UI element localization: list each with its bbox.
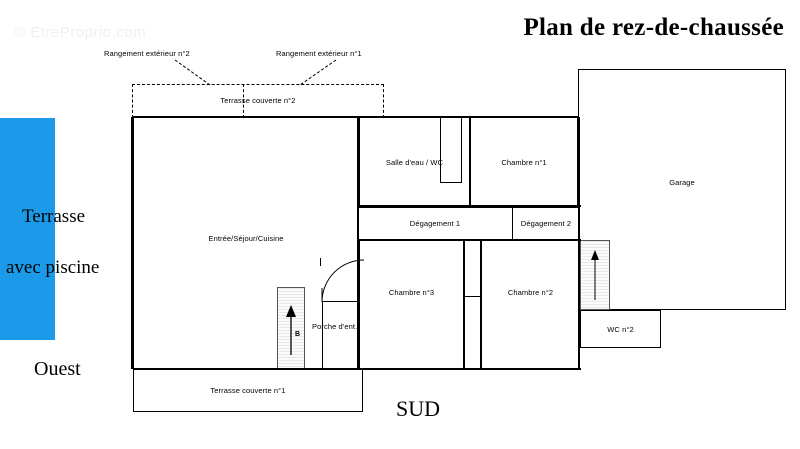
room-wc-2	[580, 310, 661, 348]
room-label-terrasse-couverte-1: Terrasse couverte n°1	[210, 386, 286, 395]
room-label-chambre-1: Chambre n°1	[501, 158, 547, 167]
door-jamb-left	[320, 258, 321, 266]
wall-south-bedrooms	[359, 368, 581, 370]
room-chambre-3	[359, 240, 464, 369]
wall-west-main	[131, 117, 133, 369]
staircase-left-up-arrow	[286, 305, 296, 355]
room-label-terrasse-couverte-2: Terrasse couverte n°2	[220, 96, 296, 105]
room-label-degagement-1: Dégagement 1	[409, 219, 461, 228]
door-swing-arc-icon	[321, 259, 365, 303]
page-title: Plan de rez-de-chaussée	[523, 14, 784, 41]
wall-east-main	[578, 117, 580, 369]
room-label-salle-eau-wc: Salle d'eau / WC	[385, 158, 444, 167]
staircase-left-marker: B	[295, 331, 301, 338]
room-label-entree-sejour-cuisine: Entrée/Séjour/Cuisine	[208, 234, 284, 243]
corridor-divider	[464, 296, 481, 297]
pool-label-line2: avec piscine	[6, 257, 100, 278]
room-label-chambre-3: Chambre n°3	[388, 288, 435, 297]
room-label-degagement-2: Dégagement 2	[520, 219, 572, 228]
watermark: © EtreProprio.com	[14, 24, 147, 41]
staircase-right-up-arrow	[591, 250, 599, 300]
room-label-porche-entree: Porche d'ent.	[312, 322, 358, 331]
wall-degagement-top	[357, 205, 581, 207]
corridor-strip	[464, 240, 481, 369]
room-porche-entree	[322, 301, 359, 369]
orientation-south: SUD	[396, 396, 441, 421]
wall-south-main	[133, 368, 364, 370]
pool-area	[0, 118, 55, 340]
room-label-chambre-2: Chambre n°2	[507, 288, 554, 297]
room-label-garage: Garage	[669, 178, 695, 187]
orientation-west: Ouest	[34, 358, 81, 380]
room-label-wc-2: WC n°2	[607, 325, 634, 334]
wall-degagement-bottom	[357, 239, 581, 241]
room-chambre-2	[481, 240, 580, 369]
annotation-rangement-exterieur-2: Rangement extérieur n°2	[104, 49, 190, 58]
wc-partition	[440, 117, 462, 183]
pool-label-line1: Terrasse	[22, 206, 86, 227]
annotation-rangement-exterieur-1: Rangement extérieur n°1	[276, 49, 362, 58]
terrasse-2-divider	[243, 84, 244, 118]
wall-interior-vertical	[357, 117, 359, 369]
wall-north-main	[133, 116, 579, 118]
